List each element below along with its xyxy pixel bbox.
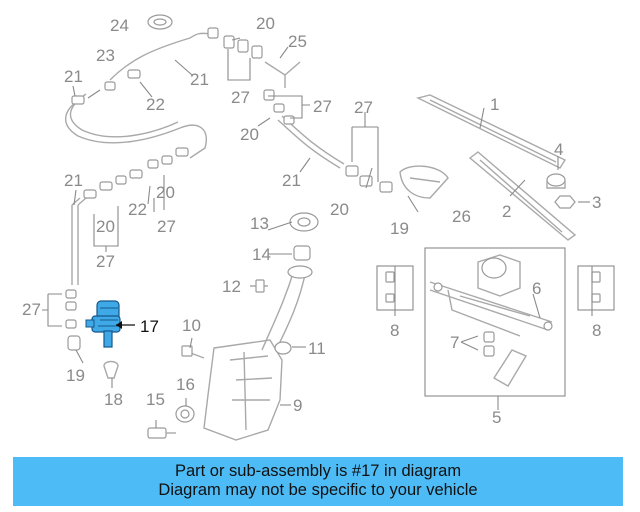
callout-27: 27 xyxy=(96,252,115,271)
callout-20: 20 xyxy=(156,183,175,202)
callout-27: 27 xyxy=(157,217,176,236)
strainer-14 xyxy=(293,245,311,261)
reservoir-9 xyxy=(203,339,283,441)
callout-22: 22 xyxy=(128,200,147,219)
callout-27: 27 xyxy=(313,97,332,116)
callout-19: 19 xyxy=(66,366,85,385)
washer-hose-mid xyxy=(263,89,393,193)
callout-20: 20 xyxy=(96,217,115,236)
callout-7: 7 xyxy=(450,333,459,352)
callout-17: 17 xyxy=(140,317,159,336)
callout-2: 2 xyxy=(502,202,511,221)
grommet-16 xyxy=(175,405,195,423)
callout-25: 25 xyxy=(288,32,307,51)
filler-pipe xyxy=(261,265,313,351)
grommet-19-left xyxy=(67,335,81,351)
y-connector-25 xyxy=(264,61,301,88)
callout-4: 4 xyxy=(554,140,563,159)
callout-10: 10 xyxy=(182,316,201,335)
callout-6: 6 xyxy=(532,279,541,298)
callout-21: 21 xyxy=(190,70,209,89)
callout-20: 20 xyxy=(240,125,259,144)
parts-diagram: 24 20 25 23 21 21 27 22 27 27 1 20 4 20 … xyxy=(22,14,615,441)
callout-15: 15 xyxy=(146,390,165,409)
wiper-blade-1 xyxy=(415,94,567,169)
callout-27: 27 xyxy=(354,98,373,117)
grommet-24 xyxy=(147,14,173,30)
nozzle-26 xyxy=(399,165,449,199)
seal-18 xyxy=(103,360,119,379)
callout-26: 26 xyxy=(452,207,471,226)
callout-27: 27 xyxy=(231,88,250,107)
callout-1: 1 xyxy=(490,95,499,114)
callout-27: 27 xyxy=(22,300,41,319)
callout-9: 9 xyxy=(293,396,302,415)
linkage-5 xyxy=(429,281,553,337)
crank-arm xyxy=(493,349,528,387)
callout-21: 21 xyxy=(64,67,83,86)
callout-8: 8 xyxy=(592,321,601,340)
connectors-20-top xyxy=(223,35,263,59)
grommet-11 xyxy=(274,341,292,355)
callout-22: 22 xyxy=(146,95,165,114)
callout-24: 24 xyxy=(110,16,129,35)
parts-8-left xyxy=(385,271,395,303)
callout-21: 21 xyxy=(64,171,83,190)
callout-21: 21 xyxy=(282,171,301,190)
callout-8: 8 xyxy=(390,321,399,340)
bolt-12 xyxy=(250,279,268,293)
callout-17-arrow xyxy=(116,321,135,329)
banner-line-1: Part or sub-assembly is #17 in diagram xyxy=(174,462,462,480)
washer-hose-top xyxy=(104,27,219,91)
callout-13: 13 xyxy=(250,214,269,233)
callout-18: 18 xyxy=(104,390,123,409)
wiper-arm-2 xyxy=(468,151,577,241)
washer-hose-loop xyxy=(65,93,207,159)
callout-23: 23 xyxy=(96,46,115,65)
washer-pump-17 xyxy=(85,300,121,348)
banner-line-2: Diagram may not be specific to your vehi… xyxy=(158,481,478,499)
grommets-7 xyxy=(483,331,495,357)
callout-12: 12 xyxy=(222,277,241,296)
leader-lines xyxy=(42,37,593,428)
callout-19: 19 xyxy=(390,219,409,238)
parts-8-right xyxy=(591,271,601,303)
bolt-10 xyxy=(181,345,205,359)
motor-6 xyxy=(477,254,521,297)
callout-20: 20 xyxy=(330,200,349,219)
callout-3: 3 xyxy=(592,193,601,212)
callout-20: 20 xyxy=(256,14,275,33)
linkage-box xyxy=(424,247,566,397)
nut-3 xyxy=(554,195,576,209)
filler-neck-13 xyxy=(289,212,319,232)
washer-hose-vertical xyxy=(71,155,173,285)
callout-11: 11 xyxy=(308,339,326,358)
callout-14: 14 xyxy=(252,245,271,264)
info-banner: Part or sub-assembly is #17 in diagram D… xyxy=(13,457,623,506)
box-8-right xyxy=(577,265,615,311)
callout-16: 16 xyxy=(176,375,195,394)
sensor-15 xyxy=(147,427,176,439)
connectors-27-left xyxy=(65,289,77,329)
cap-4 xyxy=(546,173,566,189)
callout-5: 5 xyxy=(492,408,501,427)
